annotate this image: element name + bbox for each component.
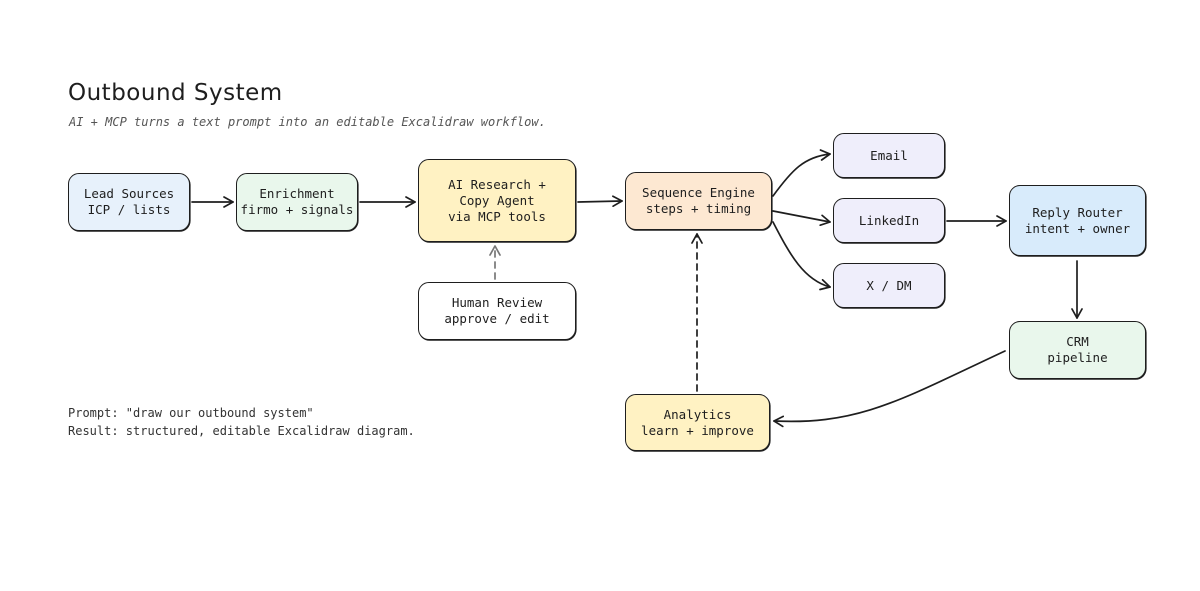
node-label: Email [870,147,908,163]
node-label: CRM [1066,334,1089,349]
node-sublabel: firmo + signals [240,202,354,217]
node-crm[interactable]: CRM pipeline [1009,321,1146,379]
node-enrichment[interactable]: Enrichment firmo + signals [236,173,358,231]
node-sublabel: learn + improve [641,422,754,438]
node-x-dm[interactable]: X / DM [833,263,945,308]
node-sublabel: intent + owner [1024,220,1131,236]
node-label: Reply Router [1032,204,1123,220]
node-reply-router[interactable]: Reply Router intent + owner [1009,185,1146,256]
diagram-subtitle: AI + MCP turns a text prompt into an edi… [69,115,546,129]
node-linkedin[interactable]: LinkedIn [833,198,945,243]
node-sublabel: ICP / lists [87,202,171,217]
arrow-ai-to-sequence [577,195,623,208]
node-label: AI Research + [448,176,546,192]
node-label: Lead Sources [83,186,175,201]
arrow-crm-to-analytics [773,350,1006,428]
arrow-sequence-to-xdm [772,221,831,291]
node-label: Analytics [663,406,732,422]
node-lead-sources[interactable]: Lead Sources ICP / lists [68,173,190,231]
node-label: X / DM [866,277,912,293]
node-label: LinkedIn [858,212,920,228]
node-sublabel: pipeline [1047,350,1108,365]
node-analytics[interactable]: Analytics learn + improve [625,394,770,451]
prompt-note: Prompt: "draw our outbound system" [68,406,314,420]
node-sublabel: via MCP tools [448,208,546,224]
node-sequence-engine[interactable]: Sequence Engine steps + timing [625,172,772,230]
node-human-review[interactable]: Human Review approve / edit [418,282,576,340]
node-label-2: Copy Agent [459,192,535,208]
node-email[interactable]: Email [833,133,945,178]
node-label: Human Review [451,295,543,310]
arrow-sequence-to-linkedin [772,210,831,227]
arrow-sequence-to-email [772,149,831,197]
node-label: Sequence Engine [642,185,755,200]
node-label: Enrichment [259,186,335,201]
diagram-title: Outbound System [68,80,283,106]
result-note: Result: structured, editable Excalidraw … [68,424,415,438]
node-ai-research-copy-agent[interactable]: AI Research + Copy Agent via MCP tools [418,159,576,242]
node-sublabel: approve / edit [444,311,550,326]
node-sublabel: steps + timing [645,201,752,216]
